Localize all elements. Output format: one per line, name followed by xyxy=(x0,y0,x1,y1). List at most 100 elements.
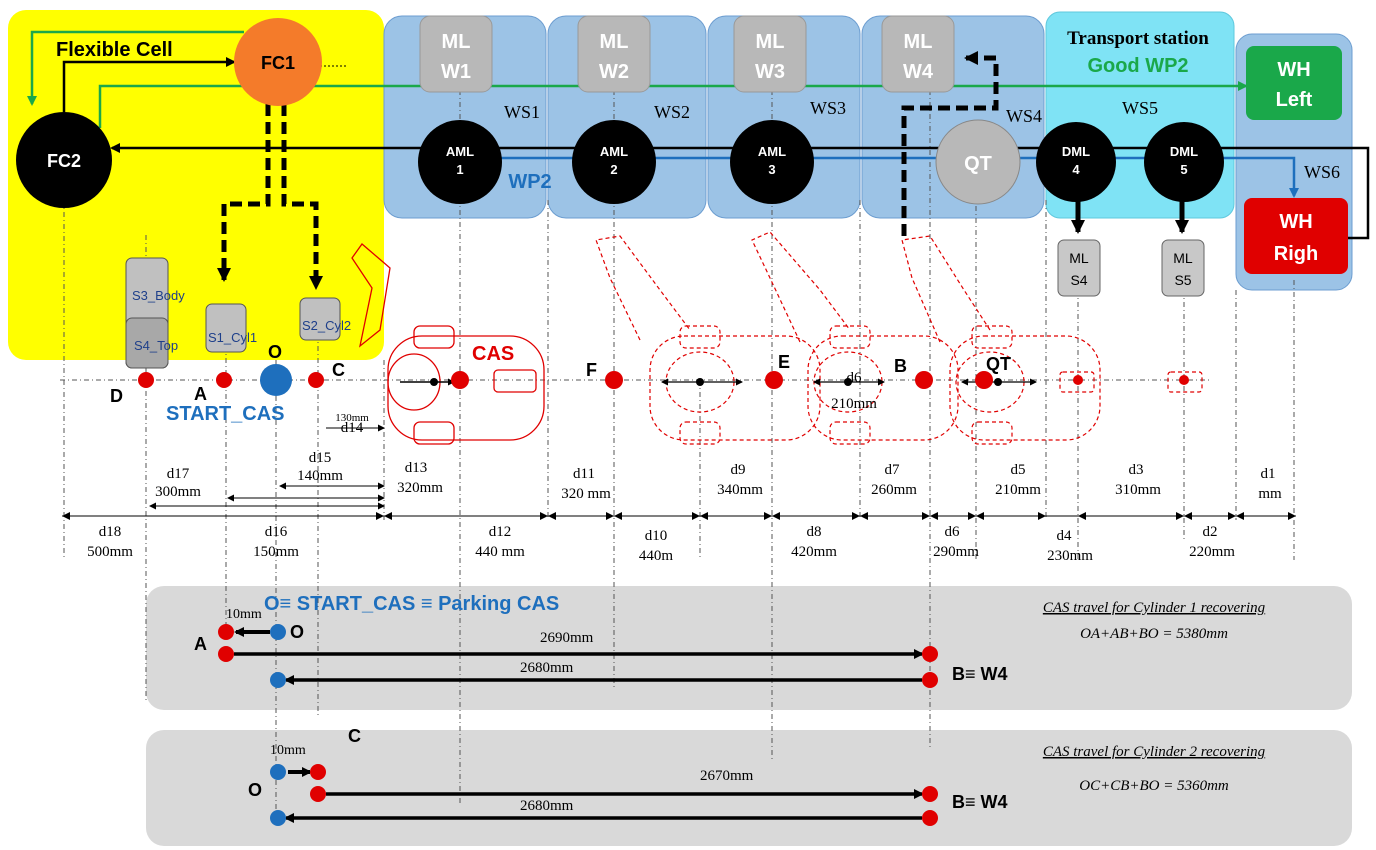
dml4-node xyxy=(1036,122,1116,202)
aml3-node xyxy=(730,120,814,204)
panel2-formula: OC+CB+BO = 5360mm xyxy=(1079,778,1229,794)
d9-label: d9 xyxy=(731,462,746,478)
wh-left-label-bottom: Left xyxy=(1276,89,1313,111)
wp2-label: WP2 xyxy=(508,171,551,193)
d1-value: mm xyxy=(1258,486,1282,502)
fc2-to-fc1-flow xyxy=(62,57,236,112)
d15-label: d15 xyxy=(309,450,332,466)
point-f-marker xyxy=(605,371,623,389)
panel2-10mm: 10mm xyxy=(270,743,306,758)
d7-value: 260mm xyxy=(871,482,917,498)
flexible-cell-title: Flexible Cell xyxy=(56,39,173,61)
d12-label: d12 xyxy=(489,524,512,540)
point-e-label: E xyxy=(778,352,790,372)
ml-w4-label-bottom: W4 xyxy=(903,61,934,83)
fc1-node xyxy=(234,18,322,106)
d11-label: d11 xyxy=(573,466,595,482)
ws6-label: WS6 xyxy=(1304,162,1340,182)
point-b-marker xyxy=(915,371,933,389)
panel1-o-label: O xyxy=(290,622,304,642)
d7-label: d7 xyxy=(885,462,901,478)
d6-upper-label: d6 xyxy=(847,370,863,386)
point-o-label: O xyxy=(268,342,282,362)
ml-w2-box: ML W2 xyxy=(577,15,651,93)
panel1-formula: OA+AB+BO = 5380mm xyxy=(1080,626,1228,642)
fc2-label: FC2 xyxy=(47,151,81,171)
panel1-title: O≡ START_CAS ≡ Parking CAS xyxy=(264,593,559,615)
ws4-label: WS4 xyxy=(1006,106,1042,126)
ml-s5-label-top: ML xyxy=(1173,250,1193,266)
panel1-bo-length: 2680mm xyxy=(520,660,574,676)
dml5-position-marker xyxy=(1179,375,1189,385)
qt-node-label: QT xyxy=(964,153,992,175)
d14-value: 130mm xyxy=(335,412,369,424)
qt-position-label: QT xyxy=(986,354,1011,374)
panel1-oa-length: 2690mm xyxy=(540,630,594,646)
fc1-feed-lines xyxy=(217,51,999,290)
aml2-label-top: AML xyxy=(600,144,628,159)
d6-upper-value: 210mm xyxy=(831,396,877,412)
panel1-caption: CAS travel for Cylinder 1 recovering xyxy=(1043,600,1266,616)
ml-w3-box: ML W3 xyxy=(733,15,807,93)
wh-right-box: WH Righ xyxy=(1244,198,1348,274)
aml2-node xyxy=(572,120,656,204)
d3-label: d3 xyxy=(1129,462,1144,478)
point-c-marker xyxy=(308,372,324,388)
ml-s4-label-bottom: S4 xyxy=(1070,272,1087,288)
d13-value: 320mm xyxy=(397,480,443,496)
d15-value: 140mm xyxy=(297,468,343,484)
d2-label: d2 xyxy=(1203,524,1218,540)
cas-label: CAS xyxy=(472,343,514,365)
fc1-to-fc2-green xyxy=(27,30,244,106)
panel2-caption: CAS travel for Cylinder 2 recovering xyxy=(1043,744,1266,760)
wh-left-label-top: WH xyxy=(1277,59,1310,81)
point-c-label: C xyxy=(332,360,345,380)
dml5-label-bottom: 5 xyxy=(1180,162,1187,177)
d5-label: d5 xyxy=(1011,462,1026,478)
point-d-label: D xyxy=(110,386,123,406)
d10-label: d10 xyxy=(645,528,668,544)
panel2-o-label: O xyxy=(248,780,262,800)
dimension-arrows xyxy=(62,424,1296,517)
dml5-node xyxy=(1144,122,1224,202)
s2-cyl2-label: S2_Cyl2 xyxy=(302,318,351,333)
ml-s4-box: ML S4 xyxy=(1057,239,1101,297)
point-e-marker xyxy=(765,371,783,389)
aml1-label-top: AML xyxy=(446,144,474,159)
ws1-label: WS1 xyxy=(504,102,540,122)
aml3-label-bottom: 3 xyxy=(768,162,775,177)
point-a-label: A xyxy=(194,384,207,404)
s2-cyl2-storage xyxy=(299,297,341,341)
d5-value: 210mm xyxy=(995,482,1041,498)
d9-value: 340mm xyxy=(717,482,763,498)
point-d-marker xyxy=(138,372,154,388)
d17-value: 300mm xyxy=(155,484,201,500)
d3-value: 310mm xyxy=(1115,482,1161,498)
d6-label: d6 xyxy=(945,524,961,540)
d12-value: 440 mm xyxy=(475,544,525,560)
aml1-node xyxy=(418,120,502,204)
dml4-position-marker xyxy=(1073,375,1083,385)
distance-labels: d14 130mm d15 140mm d17 300mm d13 320mm … xyxy=(87,370,1282,564)
cas-ghost-positions xyxy=(595,231,1203,445)
wh-left-box: WH Left xyxy=(1246,46,1342,120)
fc1-label: FC1 xyxy=(261,53,295,73)
ml-s5-box: ML S5 xyxy=(1161,239,1205,297)
d2-value: 220mm xyxy=(1189,544,1235,560)
good-wp2-label: Good WP2 xyxy=(1087,55,1188,77)
s1-cyl1-label: S1_Cyl1 xyxy=(208,330,257,345)
d11-value: 320 mm xyxy=(561,486,611,502)
ml-w2-label-bottom: W2 xyxy=(599,61,629,83)
point-a-marker xyxy=(216,372,232,388)
s3-body-storage xyxy=(125,257,169,369)
d17-label: d17 xyxy=(167,466,190,482)
point-f-label: F xyxy=(586,360,597,380)
panel2-c-label: C xyxy=(348,726,361,746)
aml2-label-bottom: 2 xyxy=(610,162,617,177)
dimension-ticks xyxy=(62,512,1296,520)
point-b-label: B xyxy=(894,356,907,376)
point-o-marker xyxy=(260,364,292,396)
qt-node xyxy=(935,119,1021,205)
d13-label: d13 xyxy=(405,460,428,476)
